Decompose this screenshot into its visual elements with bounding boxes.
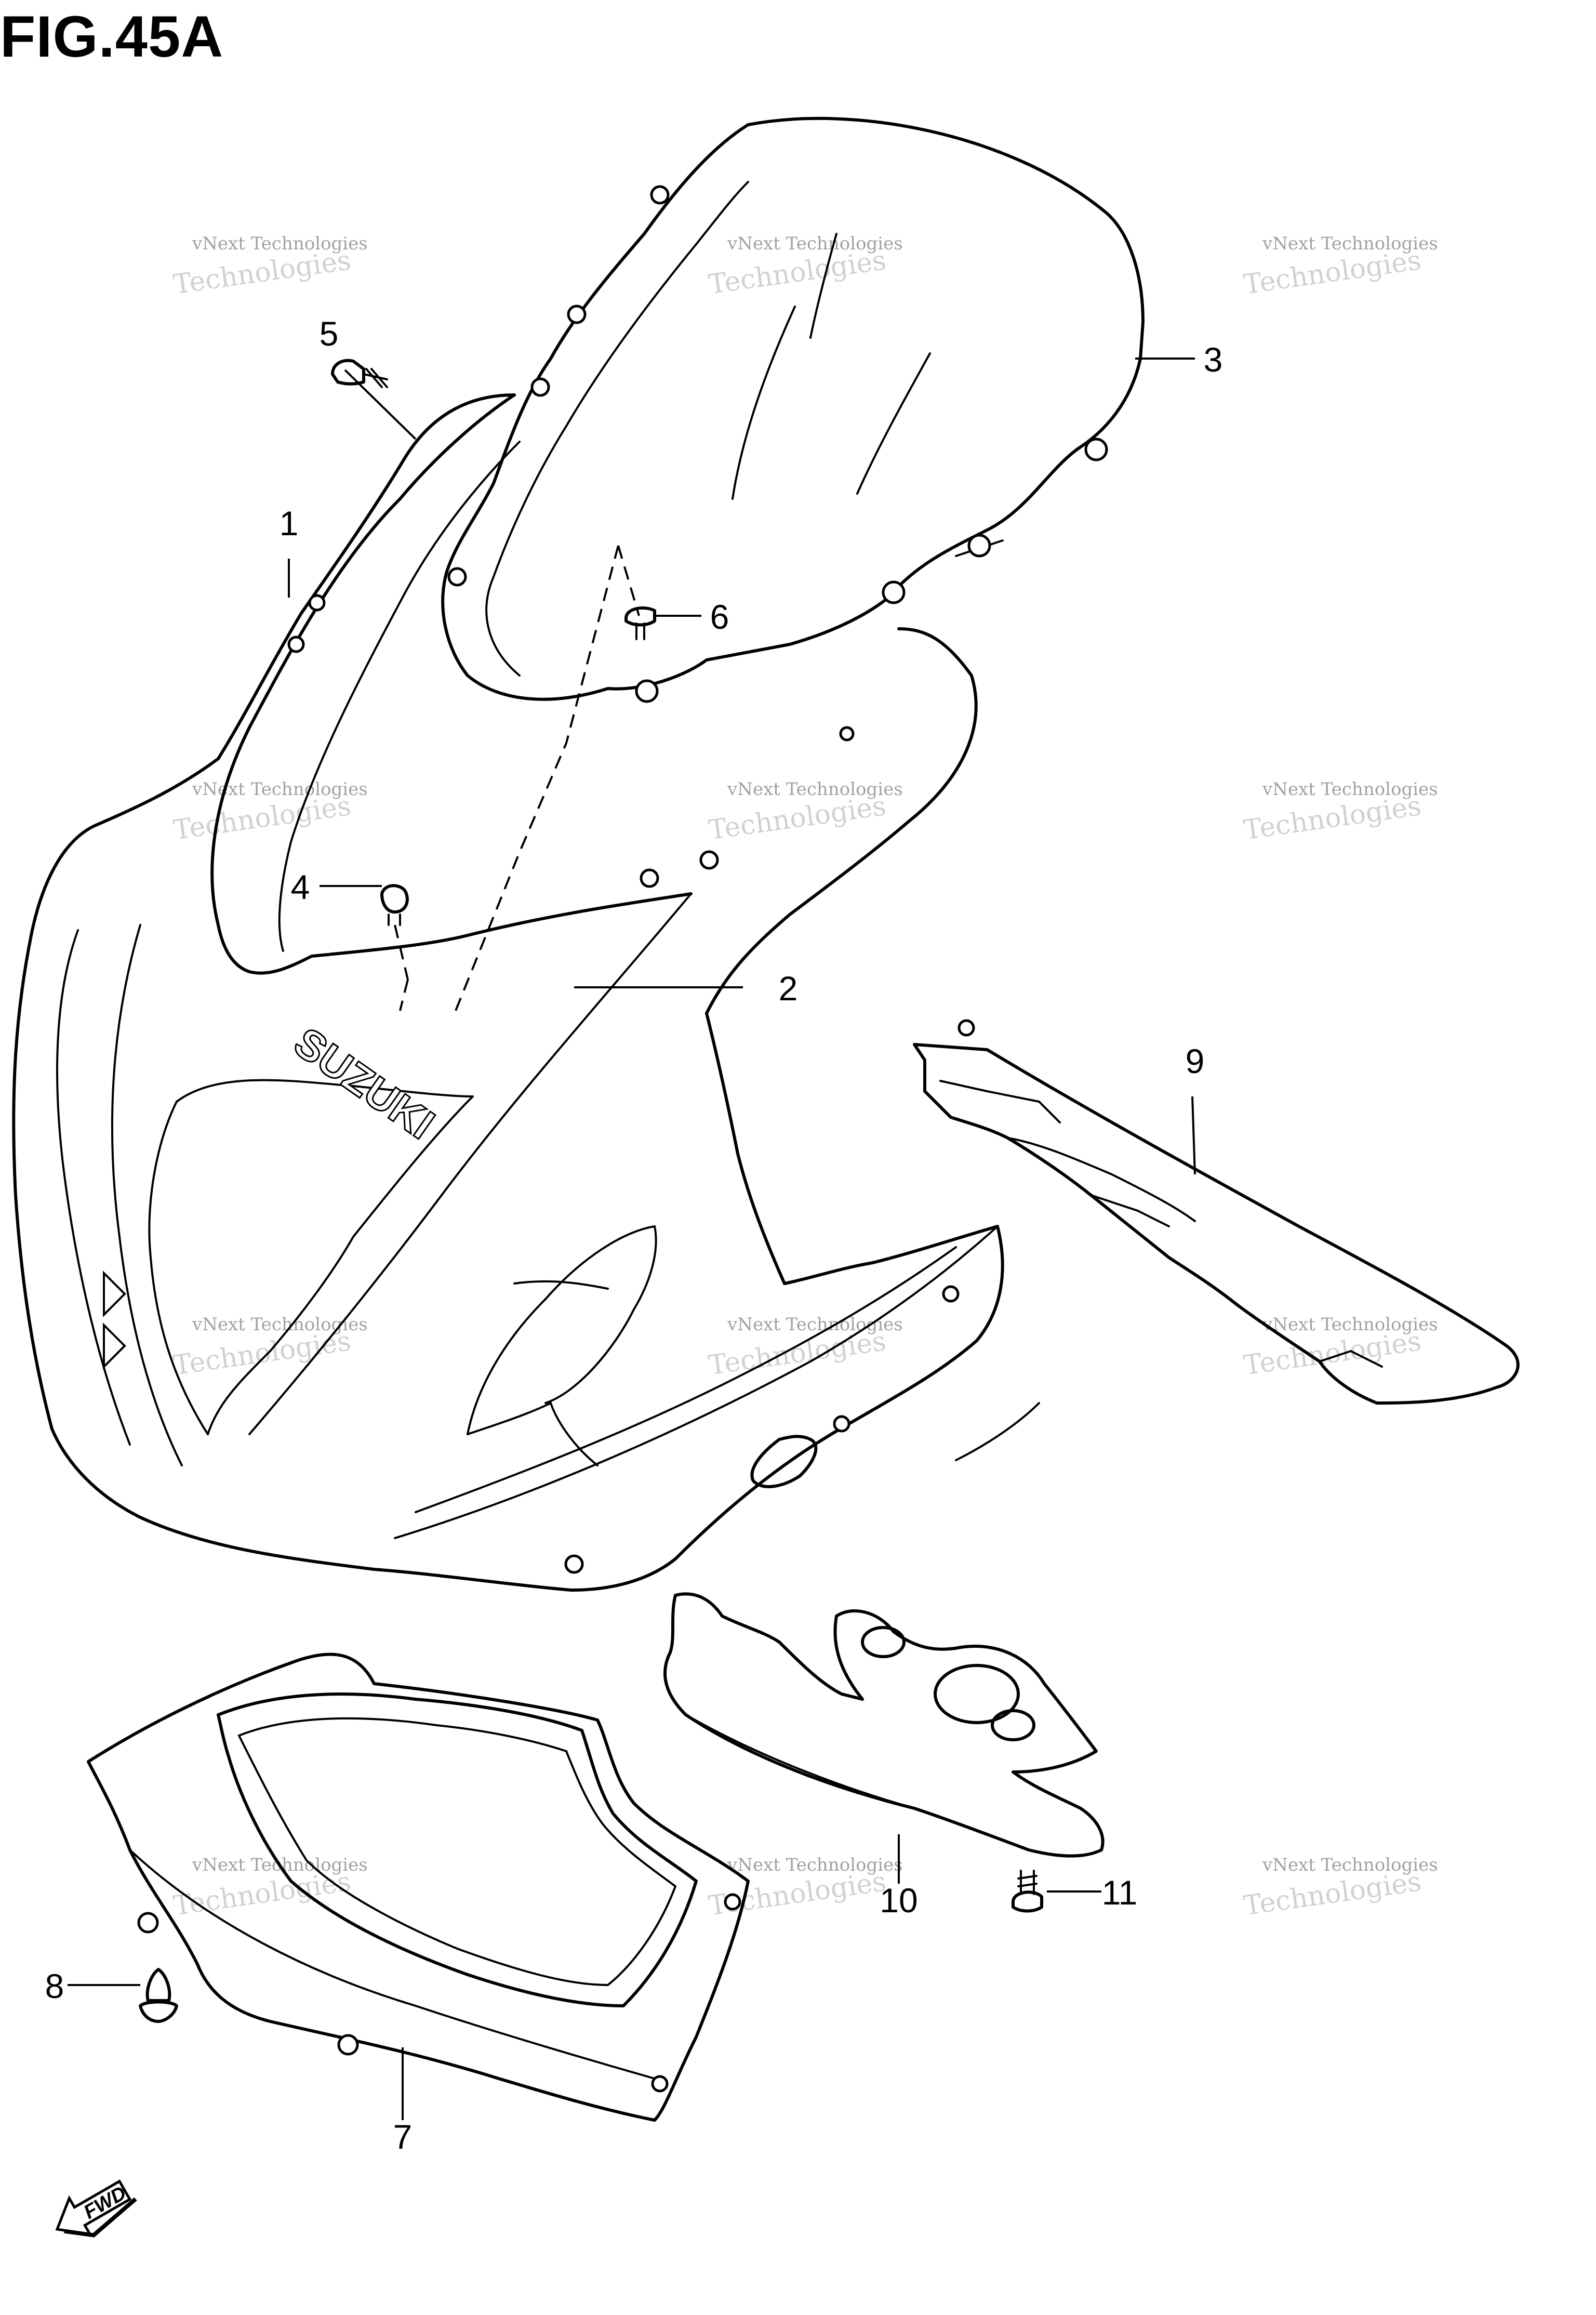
mount-hole <box>337 2034 359 2056</box>
callout-4: 4 <box>291 868 310 906</box>
callout-8: 8 <box>45 1967 64 2005</box>
callout-11: 11 <box>1102 1873 1138 1912</box>
mount-hole <box>137 1912 159 1934</box>
callout-6: 6 <box>710 598 729 636</box>
mount-hole <box>635 679 659 703</box>
watermark-line1: vNext Technologies <box>192 233 368 254</box>
mount-hole <box>530 377 550 397</box>
mount-hole <box>699 850 719 870</box>
screw-11[interactable] <box>1012 1870 1043 1913</box>
mount-hole <box>833 1415 850 1433</box>
watermark: vNext Technologies Technologies <box>707 233 903 300</box>
watermark: vNext Technologies Technologies <box>707 1314 903 1381</box>
watermark-line1: vNext Technologies <box>1262 1855 1438 1875</box>
watermark-line1: vNext Technologies <box>727 1314 903 1335</box>
mount-hole <box>1084 438 1108 461</box>
callout-2: 2 <box>779 969 798 1008</box>
watermark: vNext Technologies Technologies <box>171 779 368 846</box>
mount-hole <box>308 594 326 612</box>
callout-7: 7 <box>393 2118 413 2156</box>
callout-10: 10 <box>880 1881 917 1920</box>
mount-hole <box>564 1554 584 1574</box>
mount-hole <box>724 1893 741 1911</box>
mount-hole <box>839 726 855 742</box>
callout-3: 3 <box>1204 340 1223 379</box>
mount-hole <box>957 1019 975 1037</box>
mount-hole <box>447 567 467 587</box>
part-windscreen[interactable] <box>441 116 1145 703</box>
watermark-line1: vNext Technologies <box>1262 779 1438 800</box>
callout-9: 9 <box>1186 1042 1205 1080</box>
brand-mark: SUZUKI <box>286 1018 443 1148</box>
watermark: vNext Technologies Technologies <box>1242 1855 1438 1922</box>
mount-hole <box>640 868 659 888</box>
watermark: vNext Technologies Technologies <box>1242 233 1438 300</box>
watermark-line1: vNext Technologies <box>1262 233 1438 254</box>
watermark: vNext Technologies Technologies <box>1242 779 1438 846</box>
watermark-line1: vNext Technologies <box>727 233 903 254</box>
callouts: 5 1 3 6 4 2 9 10 11 8 7 <box>45 314 1223 2156</box>
watermark: vNext Technologies Technologies <box>171 1314 368 1381</box>
forward-direction-arrow: FWD <box>55 2179 137 2238</box>
watermark: vNext Technologies Technologies <box>707 779 903 846</box>
part-side-inner-panel[interactable] <box>913 1019 1520 1405</box>
watermark: vNext Technologies Technologies <box>171 1855 368 1922</box>
rivet-8[interactable] <box>139 1968 178 2023</box>
watermark-line1: vNext Technologies <box>192 1314 368 1335</box>
mount-hole <box>567 305 587 324</box>
mount-hole <box>882 580 906 604</box>
mount-hole <box>942 1285 960 1303</box>
part-inner-plate[interactable] <box>663 1592 1105 1858</box>
screw-4[interactable] <box>380 884 409 926</box>
watermark: vNext Technologies Technologies <box>171 233 368 300</box>
leader-lines <box>68 358 1196 2120</box>
callout-1: 1 <box>280 504 299 543</box>
watermark: vNext Technologies Technologies <box>707 1855 903 1922</box>
mount-hole <box>651 2075 669 2093</box>
watermark: vNext Technologies Technologies <box>1242 1314 1438 1381</box>
watermark-line1: vNext Technologies <box>1262 1314 1438 1335</box>
part-lower-cowling[interactable] <box>87 1652 750 2122</box>
screw-5[interactable] <box>331 359 388 388</box>
watermark-line1: vNext Technologies <box>727 779 903 800</box>
mount-hole <box>650 185 670 205</box>
part-upper-cowling[interactable]: SUZUKI <box>12 393 1040 1592</box>
mount-hole <box>967 534 991 558</box>
watermark-line1: vNext Technologies <box>192 779 368 800</box>
mount-hole <box>287 636 305 653</box>
screw-6[interactable] <box>624 606 656 640</box>
watermark-line1: vNext Technologies <box>727 1855 903 1875</box>
figure-title: FIG.45A <box>0 4 224 69</box>
callout-5: 5 <box>320 314 339 353</box>
